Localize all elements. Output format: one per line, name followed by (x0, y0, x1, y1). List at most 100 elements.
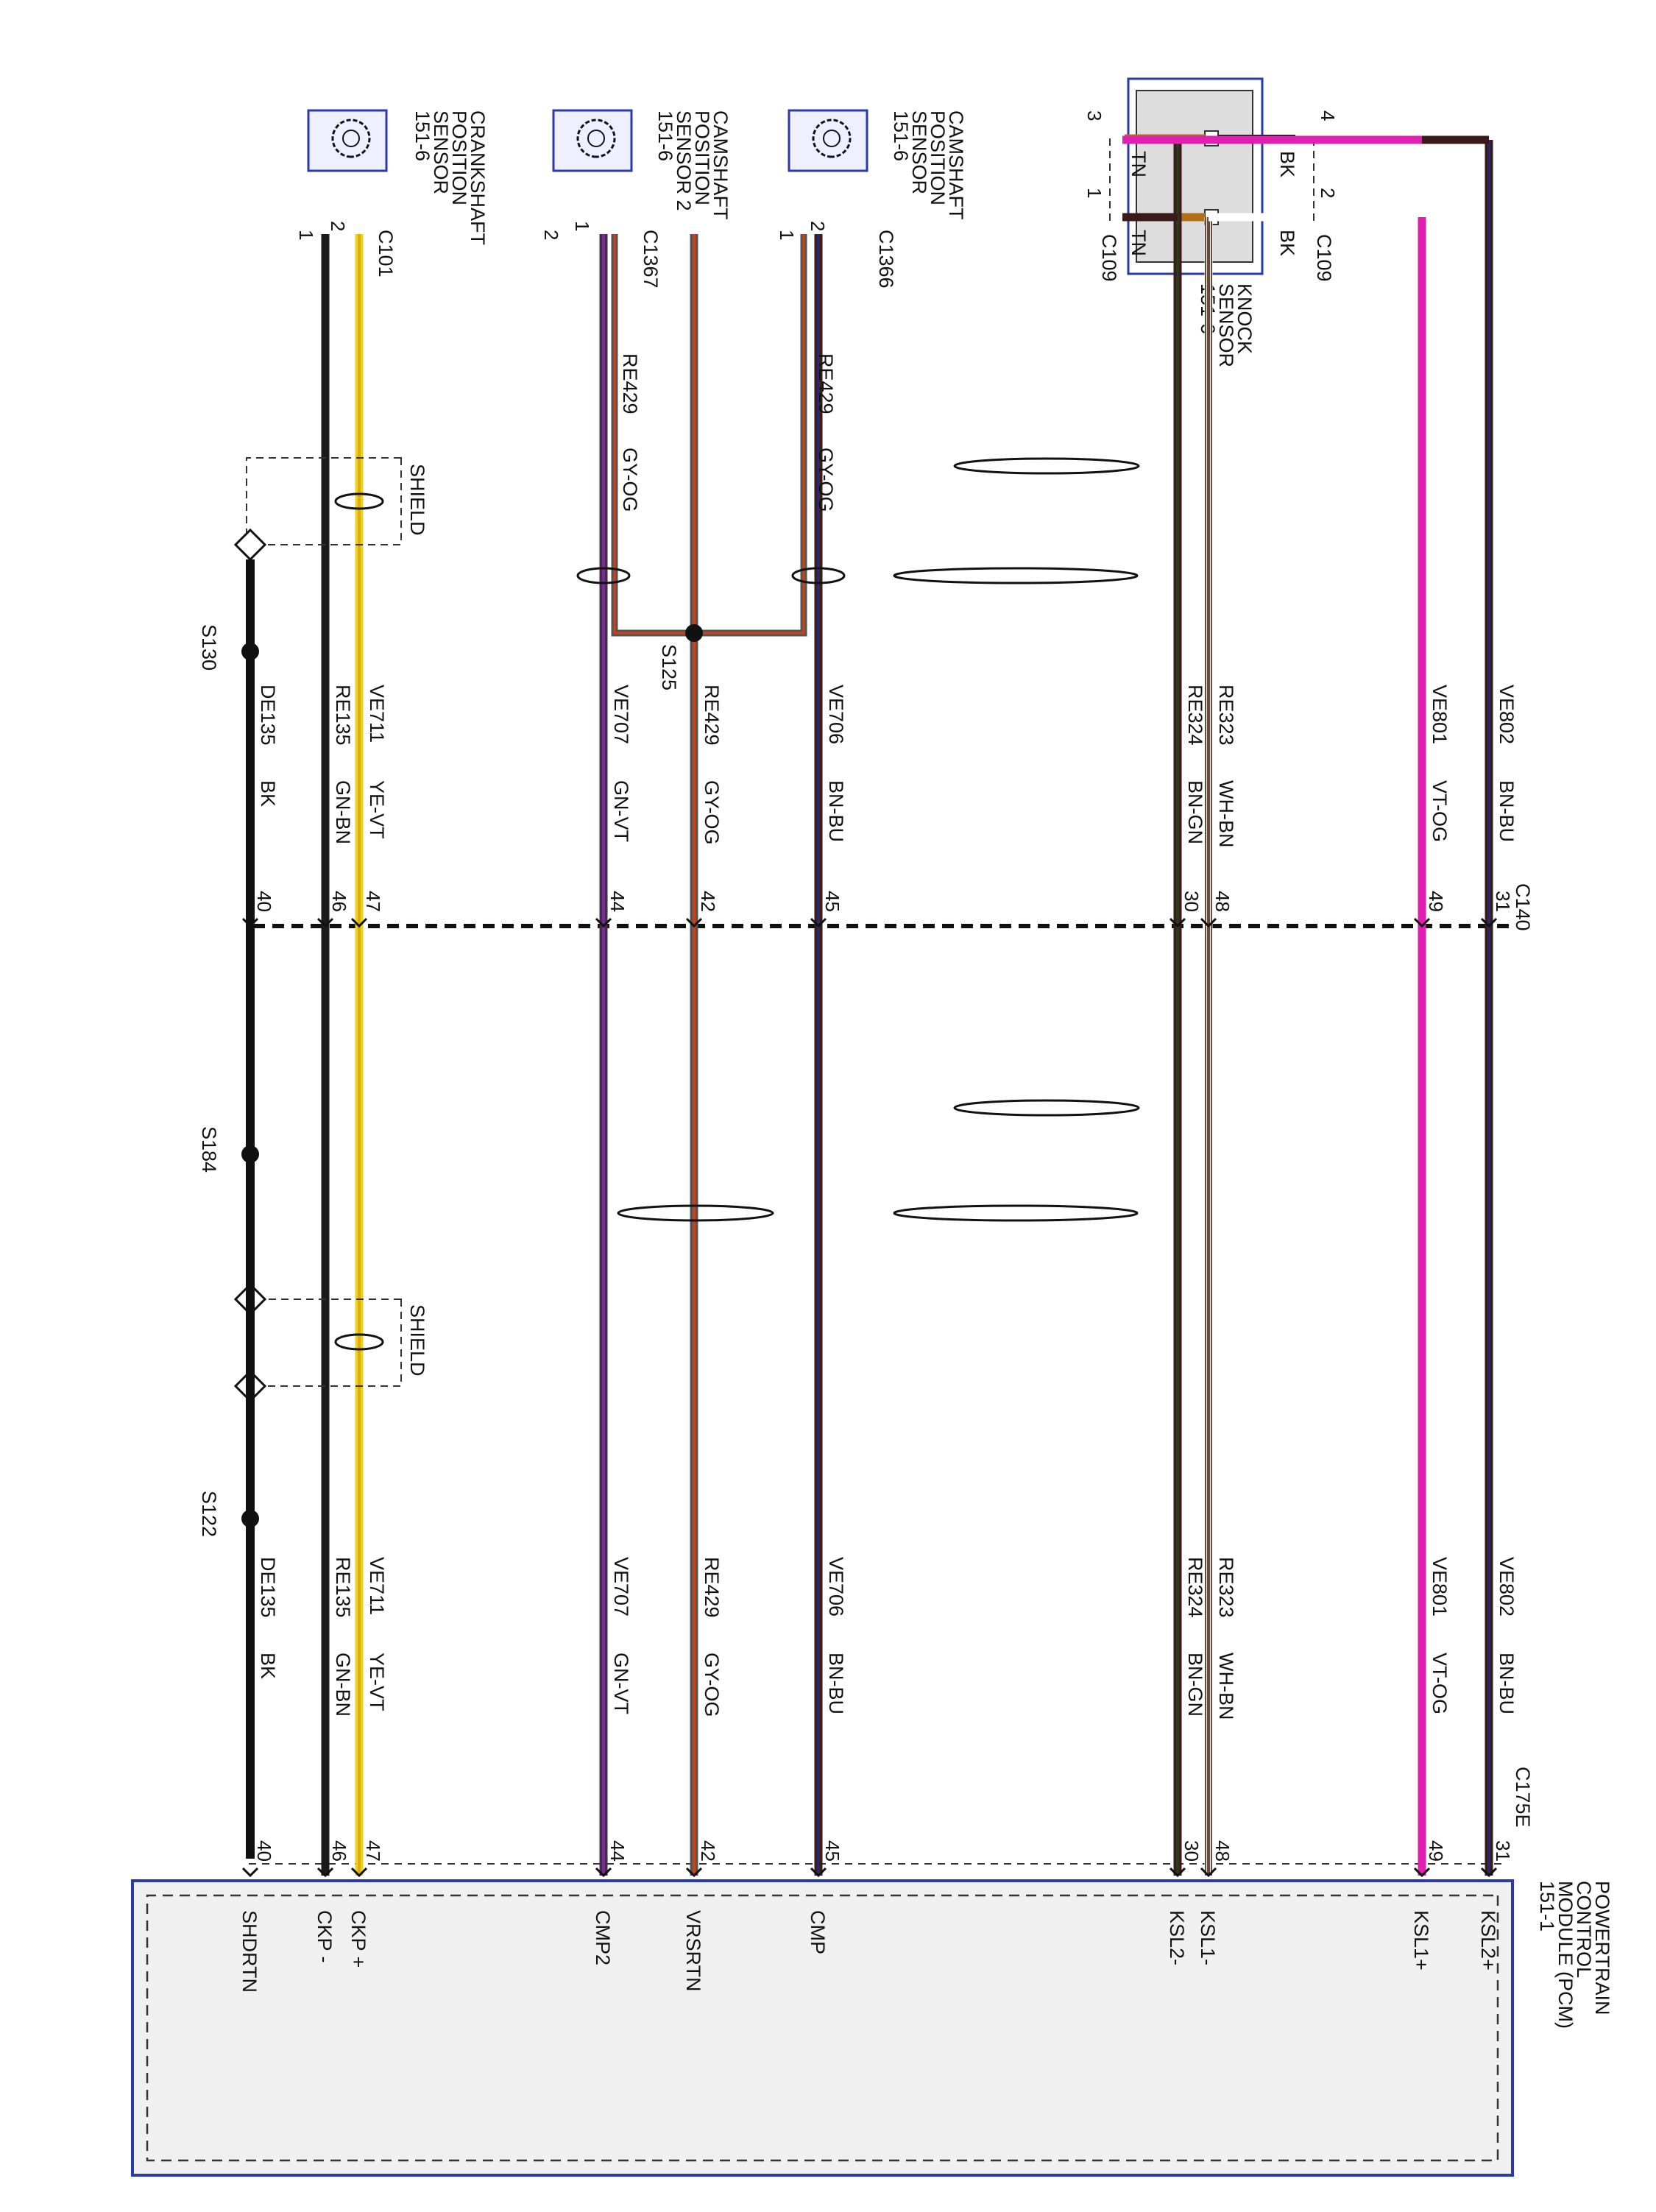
splice-s184-label: S184 (198, 1126, 220, 1173)
color-label-RE323-0: WH-BN (1215, 780, 1237, 847)
pin-number-30-1: 30 (1181, 1840, 1203, 1862)
color-label-RE324-1: BN-GN (1184, 1653, 1206, 1717)
knock-pin-4: 4 (1317, 110, 1339, 121)
knock-sensor-body (1136, 90, 1253, 263)
color-label-RE135-1: GN-BN (332, 1653, 354, 1717)
circuit-label-DE135-1: DE135 (257, 1557, 279, 1618)
cmp2-pin-a: 2 (540, 230, 562, 240)
cmp1-name-4: 151-6 (890, 110, 912, 161)
ckp-name-1: CRANKSHAFT (467, 110, 489, 245)
pin-arrow-48-1 (1200, 1867, 1217, 1878)
shield-2-box (246, 1298, 402, 1387)
cmp1-gear-hub-icon (823, 130, 841, 147)
pcm-pin-label-ksl1+: KSL1+ (1410, 1910, 1432, 1971)
cmp1-branch-color: GY-OG (815, 448, 837, 512)
cmp1-pin-b: 2 (807, 221, 829, 231)
pin-arrow-46-1 (316, 1867, 334, 1878)
pcm-pin-label-vrsrtn: VRSRTN (682, 1910, 704, 1992)
shield-1-twist (334, 492, 384, 510)
cmp-branch: S125 RE429 GY-OG RE429 GY-OG (611, 234, 837, 690)
cmp2-name-1: CAMSHAFT (710, 110, 732, 220)
cmp1-branch-circuit: RE429 (815, 353, 837, 414)
pcm-connector-label: C175E (1512, 1767, 1534, 1828)
pcm-outer-box (131, 1879, 1514, 2177)
pin-number-30-0: 30 (1181, 891, 1203, 912)
shield-2-label: SHIELD (406, 1304, 428, 1377)
pin-arrow-44-1 (595, 1867, 612, 1878)
twist-ksl1-a (953, 457, 1140, 475)
c140-label: C140 (1512, 883, 1534, 931)
pin-arrow-49-0 (1413, 917, 1431, 928)
pin-number-49-1: 49 (1425, 1840, 1447, 1862)
pcm-name-line-2: CONTROL (1573, 1881, 1595, 1978)
pcm-pin-label-shdrtn: SHDRTN (238, 1910, 261, 1993)
circuit-label-VE706-1: VE706 (825, 1557, 847, 1616)
circuit-label-RE135-1: RE135 (332, 1557, 354, 1618)
pin-number-47-0: 47 (362, 891, 384, 912)
camshaft-sensor-1: CAMSHAFT POSITION SENSOR 151-6 C1366 1 2 (776, 109, 967, 289)
circuit-label-VE801-1: VE801 (1429, 1557, 1451, 1616)
c109-label-top: C109 (1313, 234, 1335, 282)
cmp2-gear-icon (576, 119, 616, 158)
cmp1-connector: C1366 (875, 230, 897, 289)
shield-1-drain-diamond (233, 528, 267, 562)
knock-pin-3: 3 (1083, 110, 1105, 121)
circuit-label-RE323-1: RE323 (1215, 1557, 1237, 1618)
cmp1-pin2-branch-stripe (694, 234, 805, 635)
cmp2-name-3: SENSOR 2 (673, 110, 695, 211)
knock-sensor-name-1: KNOCK (1234, 283, 1256, 354)
circuit-label-RE323-0: RE323 (1215, 685, 1237, 746)
color-label-RE429-1: GY-OG (701, 1653, 723, 1717)
color-label-RE323-1: WH-BN (1215, 1653, 1237, 1720)
ckp-gear-icon (331, 119, 371, 158)
pin-number-42-1: 42 (697, 1840, 719, 1862)
color-label-VE706-0: BN-BU (825, 780, 847, 842)
circuit-label-RE324-1: RE324 (1184, 1557, 1206, 1618)
pin-number-42-0: 42 (697, 891, 719, 912)
color-label-VE707-1: GN-VT (610, 1653, 632, 1714)
pin-arrow-42-0 (685, 917, 703, 928)
cmp2-branch-circuit: RE429 (619, 353, 641, 414)
pin-number-45-0: 45 (821, 891, 843, 912)
circuit-label-VE706-0: VE706 (825, 685, 847, 744)
pin-arrow-30-0 (1169, 917, 1186, 928)
cmp2-pin1-branch-stripe (613, 234, 694, 635)
cmp2-branch-color: GY-OG (619, 448, 641, 512)
pin-arrow-47-0 (350, 917, 368, 928)
pcm-pin-label-ksl2-: KSL2- (1166, 1910, 1188, 1965)
cmp1-sensor-box (788, 109, 868, 172)
pin-number-44-1: 44 (606, 1840, 629, 1862)
wire-layer (241, 135, 1498, 1878)
pin-arrow-48-0 (1200, 917, 1217, 928)
ckp-pin-a: 1 (295, 230, 317, 240)
circuit-label-VE801-0: VE801 (1429, 685, 1451, 744)
color-label-DE135-0: BK (257, 780, 279, 807)
circuit-label-VE802-1: VE802 (1496, 1557, 1518, 1616)
cmp2-connector: C1367 (640, 230, 662, 289)
ckp-name-4: 151-6 (411, 110, 434, 161)
pcm-module: POWERTRAIN CONTROL MODULE (PCM) 151-1 C1… (131, 1767, 1613, 2177)
color-label-VE711-1: YE-VT (366, 1653, 388, 1711)
pcm-pin-label-ckp+: CKP + (347, 1910, 369, 1968)
cmp1-name-3: SENSOR (908, 110, 930, 194)
pin-number-31-1: 31 (1492, 1840, 1514, 1862)
pin-arrow-45-0 (810, 917, 827, 928)
cmp1-pin2-branch-wire (694, 234, 807, 637)
pcm-name-line-1: POWERTRAIN (1591, 1881, 1613, 2015)
twist-cmp-bus (617, 1204, 774, 1222)
shield-2: SHIELD (233, 1282, 428, 1403)
cmp2-name-2: POSITION (691, 110, 713, 205)
splice-s130-label: S130 (198, 624, 220, 671)
cmp1-gear-icon (812, 119, 852, 158)
pin-arrow-42-1 (685, 1867, 703, 1878)
circuit-label-VE711-0: VE711 (366, 685, 388, 743)
color-label-VE711-0: YE-VT (366, 780, 388, 839)
twist-cmp2 (576, 567, 631, 584)
pin-number-48-1: 48 (1211, 1840, 1234, 1862)
splice-s184-dot (241, 1145, 259, 1163)
pin-number-31-0: 31 (1492, 891, 1514, 912)
cmp2-sensor-box (552, 109, 633, 172)
twist-cmp1 (791, 567, 846, 584)
knock-wire-label-bk-4: BK (1276, 151, 1298, 177)
